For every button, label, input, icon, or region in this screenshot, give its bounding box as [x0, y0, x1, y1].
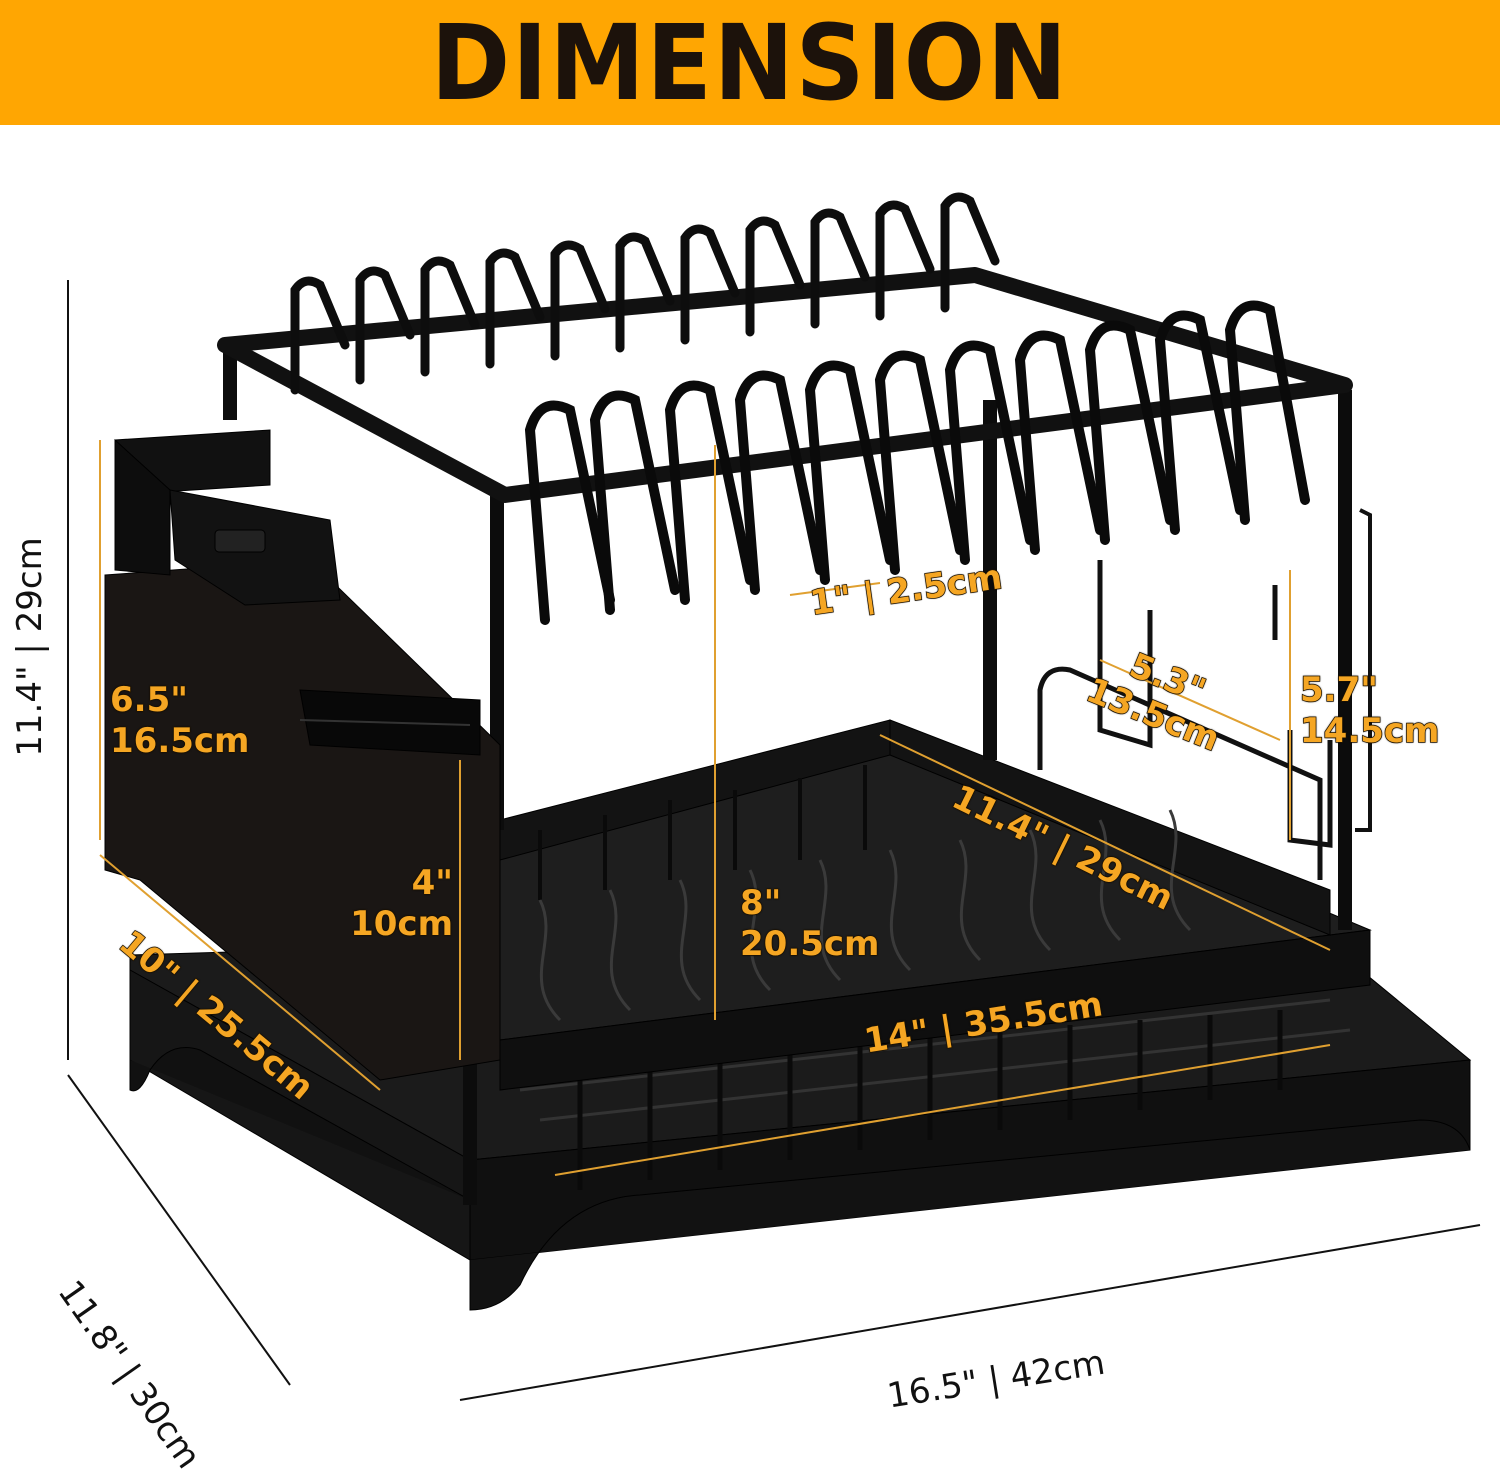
overall-dimension-lines [67, 280, 1481, 1401]
lower-basket [499, 719, 1372, 1091]
upper-tier-frame [217, 267, 1353, 503]
title-banner: DIMENSION [0, 0, 1500, 125]
tier-clearance-label: 8" 20.5cm [739, 882, 880, 964]
banner-title: DIMENSION [430, 1, 1070, 124]
dimension-guides [99, 440, 1331, 1176]
product-diagram: 11.4" | 29cm 11.8" | 30cm 16.5" | 42cm 6… [0, 125, 1500, 1476]
utensil-holder-height-label: 6.5" 16.5cm [109, 679, 250, 761]
basket-wires [538, 809, 1192, 1022]
dish-rack-illustration [67, 192, 1481, 1401]
utensil-cup-height-label: 4" 10cm [349, 862, 453, 944]
plate-hooks-front [524, 300, 1310, 625]
basket-uprights [538, 765, 867, 900]
utensil-holder [104, 429, 501, 1081]
tray-wires [519, 998, 1351, 1122]
plate-hooks-back [290, 192, 1000, 395]
cup-holder [1037, 508, 1372, 880]
cup-holder-height-label: 5.7" 14.5cm [1299, 669, 1440, 751]
overall-height-label: 11.4" | 29cm [10, 537, 50, 757]
